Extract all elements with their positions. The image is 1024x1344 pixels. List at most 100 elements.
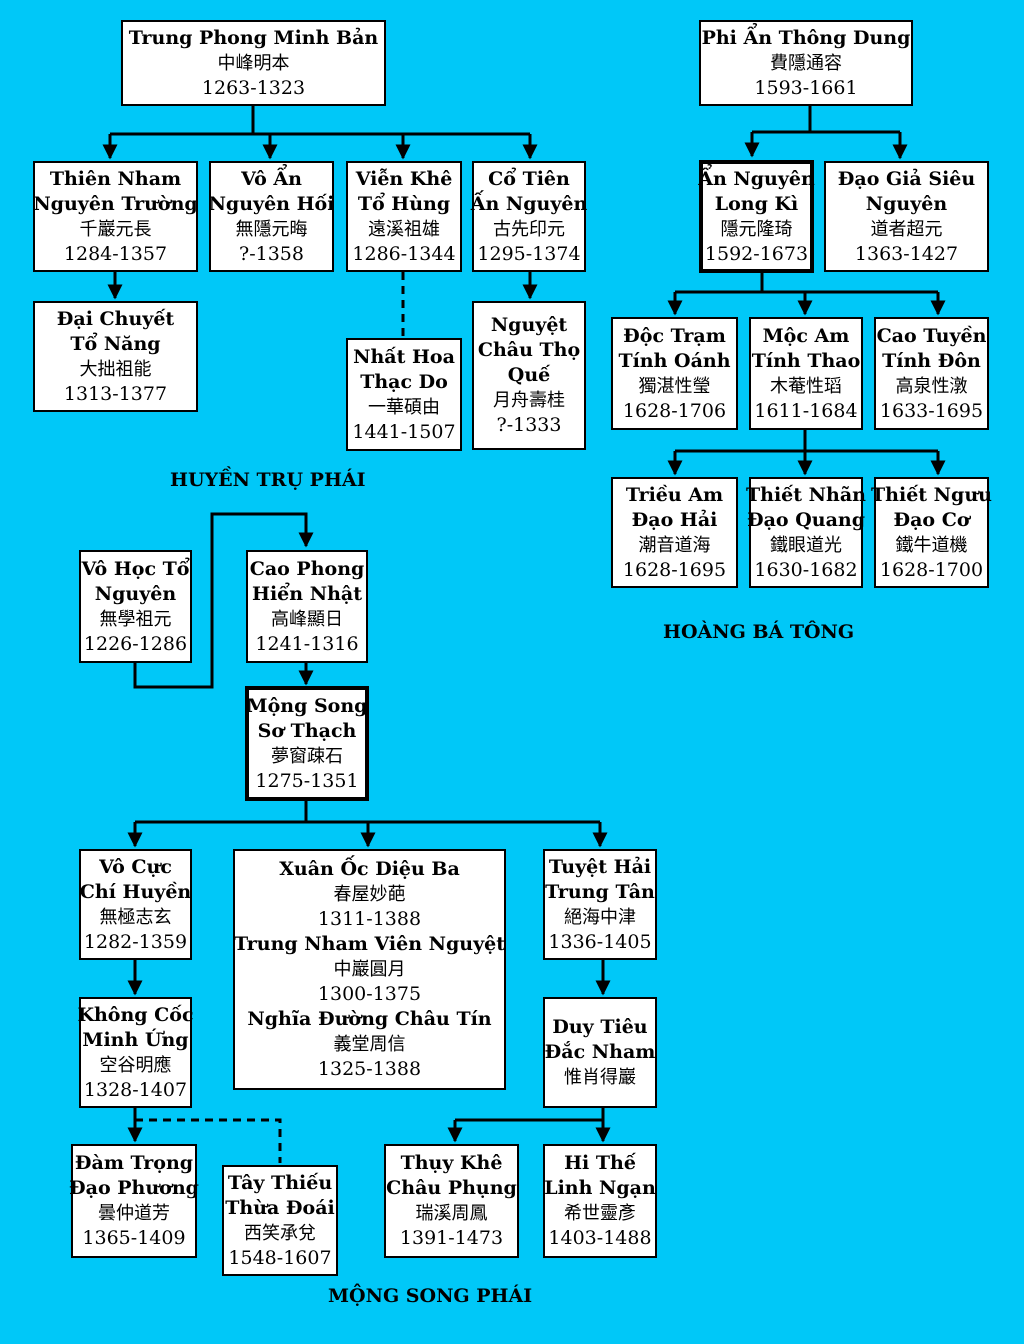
person-name: Cổ Tiên xyxy=(488,167,570,190)
chinese-name: 鐵眼道光 xyxy=(770,534,842,556)
person-name: Xuân Ốc Diệu Ba xyxy=(279,858,460,880)
person-name: Duy Tiêu xyxy=(552,1016,648,1038)
life-years: 1633-1695 xyxy=(879,399,984,422)
life-years: 1282-1359 xyxy=(83,930,188,953)
person-name: Không Cốc xyxy=(77,1003,194,1026)
person-name: Cao Phong xyxy=(249,557,365,580)
life-years: 1365-1409 xyxy=(82,1227,186,1249)
person-name: Ẩn Nguyên xyxy=(698,167,815,190)
chinese-name: 獨湛性瑩 xyxy=(638,375,711,397)
person-name: Nghĩa Đường Châu Tín xyxy=(247,1008,492,1030)
person-name: Nguyệt xyxy=(490,314,568,336)
chinese-name: 希世靈彥 xyxy=(564,1203,636,1224)
person-name: Hiển Nhật xyxy=(252,582,362,605)
chinese-name: 月舟壽桂 xyxy=(493,390,565,411)
person-name: Nguyên xyxy=(94,582,177,605)
life-years: 1336-1405 xyxy=(548,930,652,953)
person-name: Mộc Am xyxy=(762,324,850,347)
person-name: Long Kì xyxy=(714,192,799,215)
person-name: Tây Thiếu xyxy=(227,1171,333,1194)
life-years: 1611-1684 xyxy=(754,399,858,422)
connector-vo-hoc-to-cao-phong xyxy=(133,512,314,689)
person-name: Đạo Giả Siêu xyxy=(837,167,976,190)
person-name: Nhất Hoa xyxy=(353,345,455,368)
connector-moc-am-bus xyxy=(675,429,938,453)
life-years: 1548-1607 xyxy=(228,1246,332,1269)
chinese-name: 春屋妙葩 xyxy=(333,884,406,905)
person-name: Đại Chuyết xyxy=(56,307,175,330)
chinese-name: 曇仲道芳 xyxy=(98,1203,170,1224)
life-years: 1628-1700 xyxy=(879,558,984,581)
person-name: Linh Ngạn xyxy=(544,1177,656,1199)
person-name: Cao Tuyền xyxy=(876,324,987,347)
label-hoang-ba-tong: HOÀNG BÁ TÔNG xyxy=(663,621,855,643)
connector-phi-an-bus xyxy=(752,105,900,134)
connector-trung-phong-bus xyxy=(110,105,530,136)
chinese-name: 中峰明本 xyxy=(217,52,290,74)
person-name: Nguyên Hối xyxy=(208,192,335,215)
life-years: 1295-1374 xyxy=(477,242,581,265)
connector-duy-tieu-bus xyxy=(455,1107,605,1122)
person-name: Đạo Phương xyxy=(69,1177,199,1199)
chinese-name: 道者超元 xyxy=(870,218,943,240)
person-name: Nguyên xyxy=(865,192,948,215)
person-name: Đắc Nham xyxy=(544,1041,656,1063)
person-name: Tính Đôn xyxy=(882,349,981,372)
chinese-name: 絕海中津 xyxy=(564,906,636,928)
label-mong-song-phai: MỘNG SONG PHÁI xyxy=(328,1285,533,1307)
life-years: 1275-1351 xyxy=(255,769,359,792)
chinese-name: 高泉性潡 xyxy=(895,375,968,397)
chinese-name: 無學祖元 xyxy=(99,608,172,630)
chinese-name: 木菴性瑫 xyxy=(770,375,842,397)
life-years: 1325-1388 xyxy=(317,1058,422,1080)
chinese-name: 夢窗疎石 xyxy=(271,745,343,767)
person-name: Vô Cực xyxy=(99,855,172,878)
life-years: ?-1333 xyxy=(496,414,562,436)
person-name: Tổ Năng xyxy=(70,332,161,355)
chinese-name: 潮音道海 xyxy=(638,534,711,556)
person-name: Nguyên Trường xyxy=(33,192,198,215)
chinese-name: 西笑承兌 xyxy=(244,1222,316,1244)
chinese-name: 瑞溪周鳳 xyxy=(415,1203,488,1224)
life-years: 1628-1706 xyxy=(622,399,727,422)
life-years: ?-1358 xyxy=(239,242,304,265)
person-name: Ấn Nguyên xyxy=(470,192,588,215)
life-years: 1226-1286 xyxy=(83,632,188,655)
chinese-name: 古先印元 xyxy=(493,218,565,240)
life-years: 1592-1673 xyxy=(704,242,809,265)
person-name: Độc Trạm xyxy=(623,324,726,347)
person-name: Thạc Do xyxy=(360,370,448,393)
life-years: 1300-1375 xyxy=(317,983,422,1005)
person-name: Tuyệt Hải xyxy=(548,855,652,878)
chinese-name: 惟肖得巖 xyxy=(564,1067,636,1088)
life-years: 1363-1427 xyxy=(854,242,959,265)
life-years: 1263-1323 xyxy=(201,76,306,99)
life-years: 1311-1388 xyxy=(317,908,422,930)
person-name: Thiên Nham xyxy=(49,167,182,190)
person-name: Thiết Nhãn xyxy=(746,483,866,506)
person-name: Phi Ẩn Thông Dung xyxy=(701,26,911,49)
chinese-name: 遠溪祖雄 xyxy=(368,218,440,240)
